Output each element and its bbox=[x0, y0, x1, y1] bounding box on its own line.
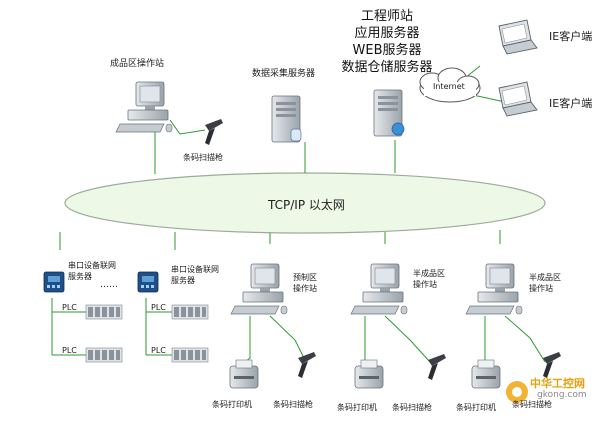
servers-title-line: WEB服务器 bbox=[352, 43, 422, 58]
barcode-printer-icon bbox=[471, 359, 501, 389]
data-collection-server-label: 数据采集服务器 bbox=[252, 69, 316, 79]
servers-title-line: 应用服务器 bbox=[354, 26, 420, 41]
server-disk-icon bbox=[290, 128, 302, 142]
finished-goods-station-pc-icon bbox=[115, 81, 173, 133]
barcode-printer-icon bbox=[354, 359, 384, 389]
serial-server-label-line: 服务器 bbox=[68, 272, 92, 281]
watermark-brand: 中华工控网 bbox=[530, 377, 585, 390]
watermark-url: gkong.com bbox=[537, 390, 587, 400]
internet-label: Internet bbox=[433, 82, 465, 91]
finished-goods-station-label: 成品区操作站 bbox=[110, 59, 165, 69]
serial-server-label: 串口设备联网 服务器 bbox=[171, 264, 219, 286]
servers-title-line: 数据仓储服务器 bbox=[341, 60, 433, 75]
ie-client-laptop-icon bbox=[498, 81, 538, 117]
scanner-label: 条码扫描枪 bbox=[273, 400, 313, 409]
ie-client-label: IE客户端 bbox=[549, 30, 593, 43]
workstation-label-line: 预制区 bbox=[293, 273, 317, 282]
scanner-label: 条码扫描枪 bbox=[392, 403, 432, 412]
more-devices-dots: …… bbox=[100, 280, 118, 290]
semi-finished-station-pc-icon bbox=[350, 263, 408, 315]
plc-unit-icon bbox=[171, 347, 209, 363]
barcode-scanner-icon bbox=[428, 354, 446, 380]
internet-cloud-icon bbox=[419, 67, 481, 103]
workstation-label-line: 操作站 bbox=[293, 284, 317, 293]
barcode-printer-icon bbox=[229, 359, 259, 389]
ethernet-label: TCP/IP 以太网 bbox=[268, 198, 345, 212]
serial-server-label-line: 串口设备联网 bbox=[68, 261, 116, 270]
scanner-label: 条码扫描枪 bbox=[512, 400, 552, 409]
web-globe-icon bbox=[391, 122, 405, 136]
workstation-label-line: 操作站 bbox=[529, 284, 553, 293]
printer-label: 条码打印机 bbox=[212, 400, 252, 409]
serial-device-server-icon bbox=[137, 271, 159, 293]
plc-label: PLC bbox=[151, 303, 166, 312]
workstation-label: 半成品区 操作站 bbox=[529, 272, 561, 294]
servers-title: 工程师站 应用服务器 WEB服务器 数据仓储服务器 bbox=[332, 8, 442, 76]
serial-server-label-line: 服务器 bbox=[171, 276, 195, 285]
ie-client-label: IE客户端 bbox=[549, 97, 593, 110]
plc-unit-icon bbox=[85, 304, 123, 320]
ie-client-laptop-icon bbox=[498, 19, 538, 55]
printer-label: 条码打印机 bbox=[456, 403, 496, 412]
plc-label: PLC bbox=[62, 346, 77, 355]
plc-unit-icon bbox=[171, 304, 209, 320]
servers-title-line: 工程师站 bbox=[360, 9, 413, 24]
workstation-label: 预制区 操作站 bbox=[293, 272, 317, 294]
workstation-label-line: 半成品区 bbox=[529, 273, 561, 282]
finished-goods-scanner-icon bbox=[205, 119, 223, 145]
serial-server-label: 串口设备联网 服务器 bbox=[68, 260, 116, 282]
workstation-label-line: 半成品区 bbox=[413, 269, 445, 278]
plc-unit-icon bbox=[85, 347, 123, 363]
printer-label: 条码打印机 bbox=[337, 403, 377, 412]
workstation-label: 半成品区 操作站 bbox=[413, 268, 445, 290]
semi-finished-station-pc-icon bbox=[465, 263, 523, 315]
watermark-gear-icon bbox=[506, 381, 528, 403]
barcode-scanner-icon bbox=[298, 352, 316, 378]
serial-server-label-line: 串口设备联网 bbox=[171, 265, 219, 274]
plc-label: PLC bbox=[62, 303, 77, 312]
workstation-label-line: 操作站 bbox=[413, 280, 437, 289]
plc-label: PLC bbox=[151, 346, 166, 355]
serial-device-server-icon bbox=[43, 271, 65, 293]
prefab-station-pc-icon bbox=[230, 263, 288, 315]
scanner-label: 条码扫描枪 bbox=[183, 153, 223, 162]
